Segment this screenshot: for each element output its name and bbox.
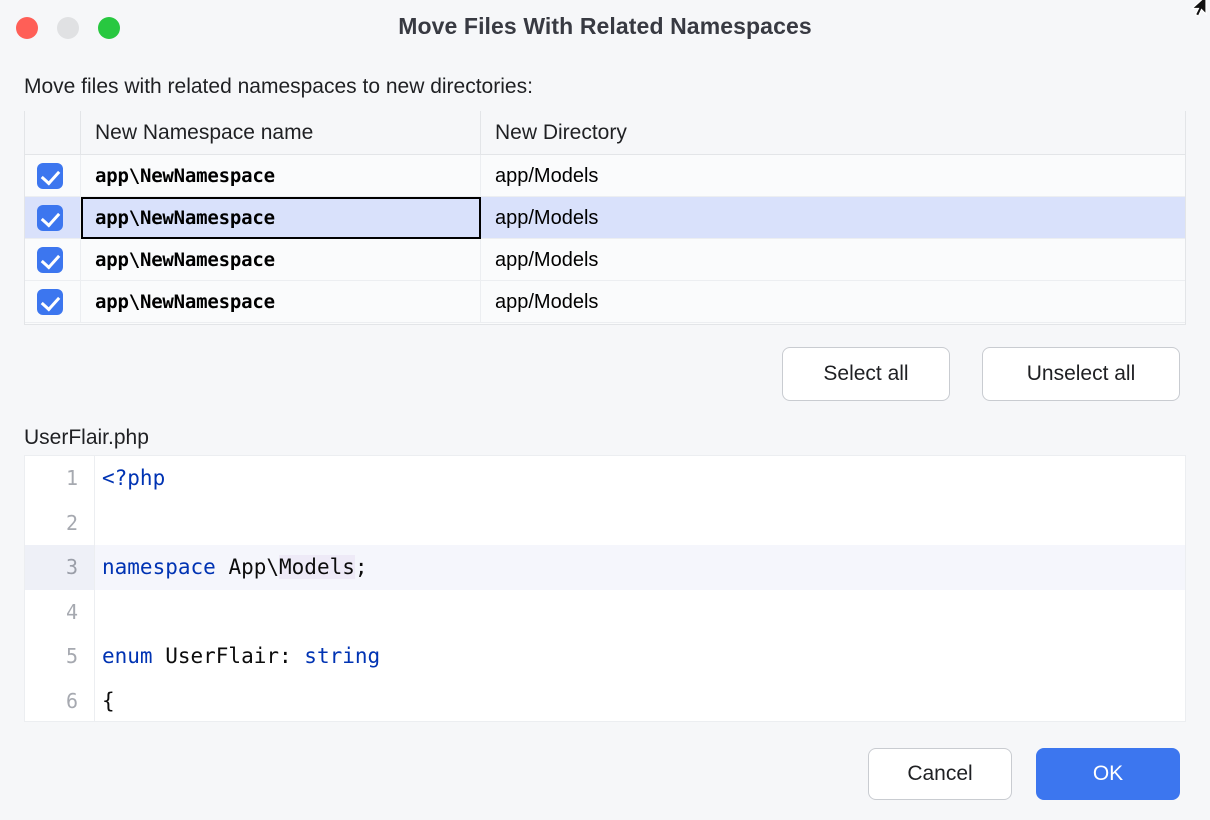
row-namespace-cell[interactable]: app\NewNamespace (81, 197, 481, 239)
checkbox-checked-icon[interactable] (37, 205, 63, 231)
row-checkbox-cell[interactable] (25, 197, 81, 239)
minimize-window-button[interactable] (57, 17, 79, 39)
checkbox-checked-icon[interactable] (37, 247, 63, 273)
checkbox-checked-icon[interactable] (37, 163, 63, 189)
checkbox-checked-icon[interactable] (37, 289, 63, 315)
code-plain: UserFlair: (152, 644, 305, 669)
code-text[interactable]: namespace App\Models; (95, 555, 368, 580)
select-all-button[interactable]: Select all (782, 347, 950, 401)
row-namespace-cell[interactable]: app\NewNamespace (81, 155, 481, 197)
line-number: 3 (25, 545, 95, 590)
preview-filename-label: UserFlair.php (24, 426, 149, 449)
code-plain: App\ (215, 555, 280, 580)
line-number: 2 (25, 500, 95, 545)
row-namespace-cell[interactable]: app\NewNamespace (81, 239, 481, 281)
code-keyword: string (304, 644, 381, 669)
code-keyword: namespace (102, 555, 216, 580)
code-keyword: <?php (102, 466, 166, 491)
table-row[interactable]: app\NewNamespace app/Models (25, 155, 1185, 197)
ok-button[interactable]: OK (1036, 748, 1180, 800)
table-header-row: New Namespace name New Directory (25, 111, 1185, 155)
code-line: 6{ (25, 678, 1185, 721)
code-line: 2 (25, 500, 1185, 545)
code-plain: ; (354, 555, 368, 580)
instruction-label: Move files with related namespaces to ne… (24, 75, 533, 98)
mouse-cursor-icon (1184, 0, 1210, 20)
row-directory-cell[interactable]: app/Models (495, 248, 599, 271)
column-header-checkbox[interactable] (25, 111, 81, 155)
line-number: 6 (25, 678, 95, 721)
code-plain: { (102, 688, 115, 713)
code-text[interactable]: { (95, 689, 115, 713)
table-row[interactable]: app\NewNamespace app/Models (25, 281, 1185, 323)
code-line: 1 <?php (25, 456, 1185, 501)
column-header-new-directory[interactable]: New Directory (495, 121, 627, 144)
code-line: 4 (25, 589, 1185, 634)
code-keyword: enum (102, 644, 153, 669)
close-window-button[interactable] (16, 17, 38, 39)
row-checkbox-cell[interactable] (25, 281, 81, 323)
code-text[interactable]: <?php (95, 466, 165, 490)
row-checkbox-cell[interactable] (25, 155, 81, 197)
line-number: 5 (25, 634, 95, 679)
code-text[interactable]: enum UserFlair: string (95, 644, 380, 668)
column-header-new-namespace-name[interactable]: New Namespace name (81, 111, 481, 155)
title-bar: Move Files With Related Namespaces (0, 0, 1210, 56)
unselect-all-button[interactable]: Unselect all (982, 347, 1180, 401)
row-namespace-cell[interactable]: app\NewNamespace (81, 281, 481, 323)
traffic-light-buttons (16, 17, 120, 39)
namespaces-table[interactable]: New Namespace name New Directory app\New… (24, 111, 1186, 325)
line-number: 1 (25, 456, 95, 501)
row-directory-cell[interactable]: app/Models (495, 164, 599, 187)
maximize-window-button[interactable] (98, 17, 120, 39)
row-directory-cell[interactable]: app/Models (495, 290, 599, 313)
row-directory-cell[interactable]: app/Models (495, 206, 599, 229)
line-number: 4 (25, 589, 95, 634)
window-title: Move Files With Related Namespaces (398, 13, 812, 39)
table-row[interactable]: app\NewNamespace app/Models (25, 197, 1185, 239)
cancel-button[interactable]: Cancel (868, 748, 1012, 800)
code-namespace-highlight: Models (279, 555, 355, 580)
row-checkbox-cell[interactable] (25, 239, 81, 281)
table-row[interactable]: app\NewNamespace app/Models (25, 239, 1185, 281)
